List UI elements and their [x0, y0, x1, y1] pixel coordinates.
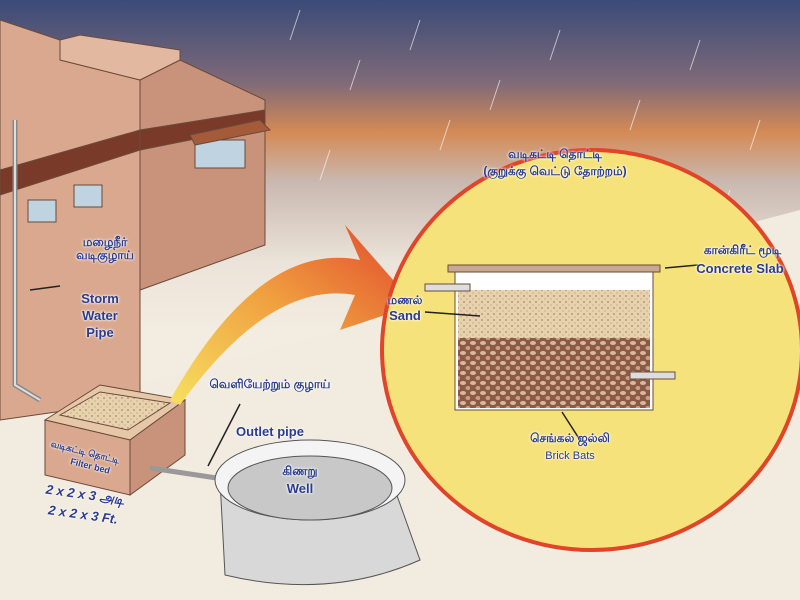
filter-tank-title-ta: வடிகட்டி தொட்டி: [508, 147, 602, 161]
inlet-pipe: [424, 283, 471, 292]
brick-bats-ta: செங்கல் ஜல்லி: [530, 431, 610, 445]
pointer-arrows: [29, 264, 699, 467]
storm-pipe-en-1: Storm: [81, 291, 119, 306]
sand-ta: மணல்: [387, 293, 423, 307]
well-en: Well: [286, 481, 314, 496]
filter-tank-subtitle-ta: (குறுக்கு வெட்டு தோற்றம்): [483, 164, 627, 178]
flow-arrow: [170, 225, 415, 405]
house: [0, 19, 272, 421]
well-ta: கிணறு: [282, 464, 318, 478]
sand-en: Sand: [389, 308, 421, 323]
storm-pipe-en-2: Water: [82, 308, 118, 323]
concrete-slab-en: Concrete Slab: [696, 261, 784, 276]
storm-pipe-en-3: Pipe: [86, 325, 114, 340]
outlet-pipe-en: Outlet pipe: [236, 424, 304, 439]
concrete-slab-ta: கான்கிரீட் மூடி: [703, 243, 782, 257]
outlet-pipe-ta: வெளியேற்றும் குழாய்: [209, 377, 331, 391]
well: [214, 439, 421, 586]
filter-tank-cross-section: [424, 264, 676, 411]
filter-bed: [43, 384, 187, 496]
outlet-pipe-tank: [629, 371, 676, 380]
concrete-slab: [447, 264, 661, 273]
storm-pipe-ta: மழைநீர் வடிகுழாய்: [76, 235, 134, 263]
brick-bats-en: Brick Bats: [545, 450, 595, 462]
